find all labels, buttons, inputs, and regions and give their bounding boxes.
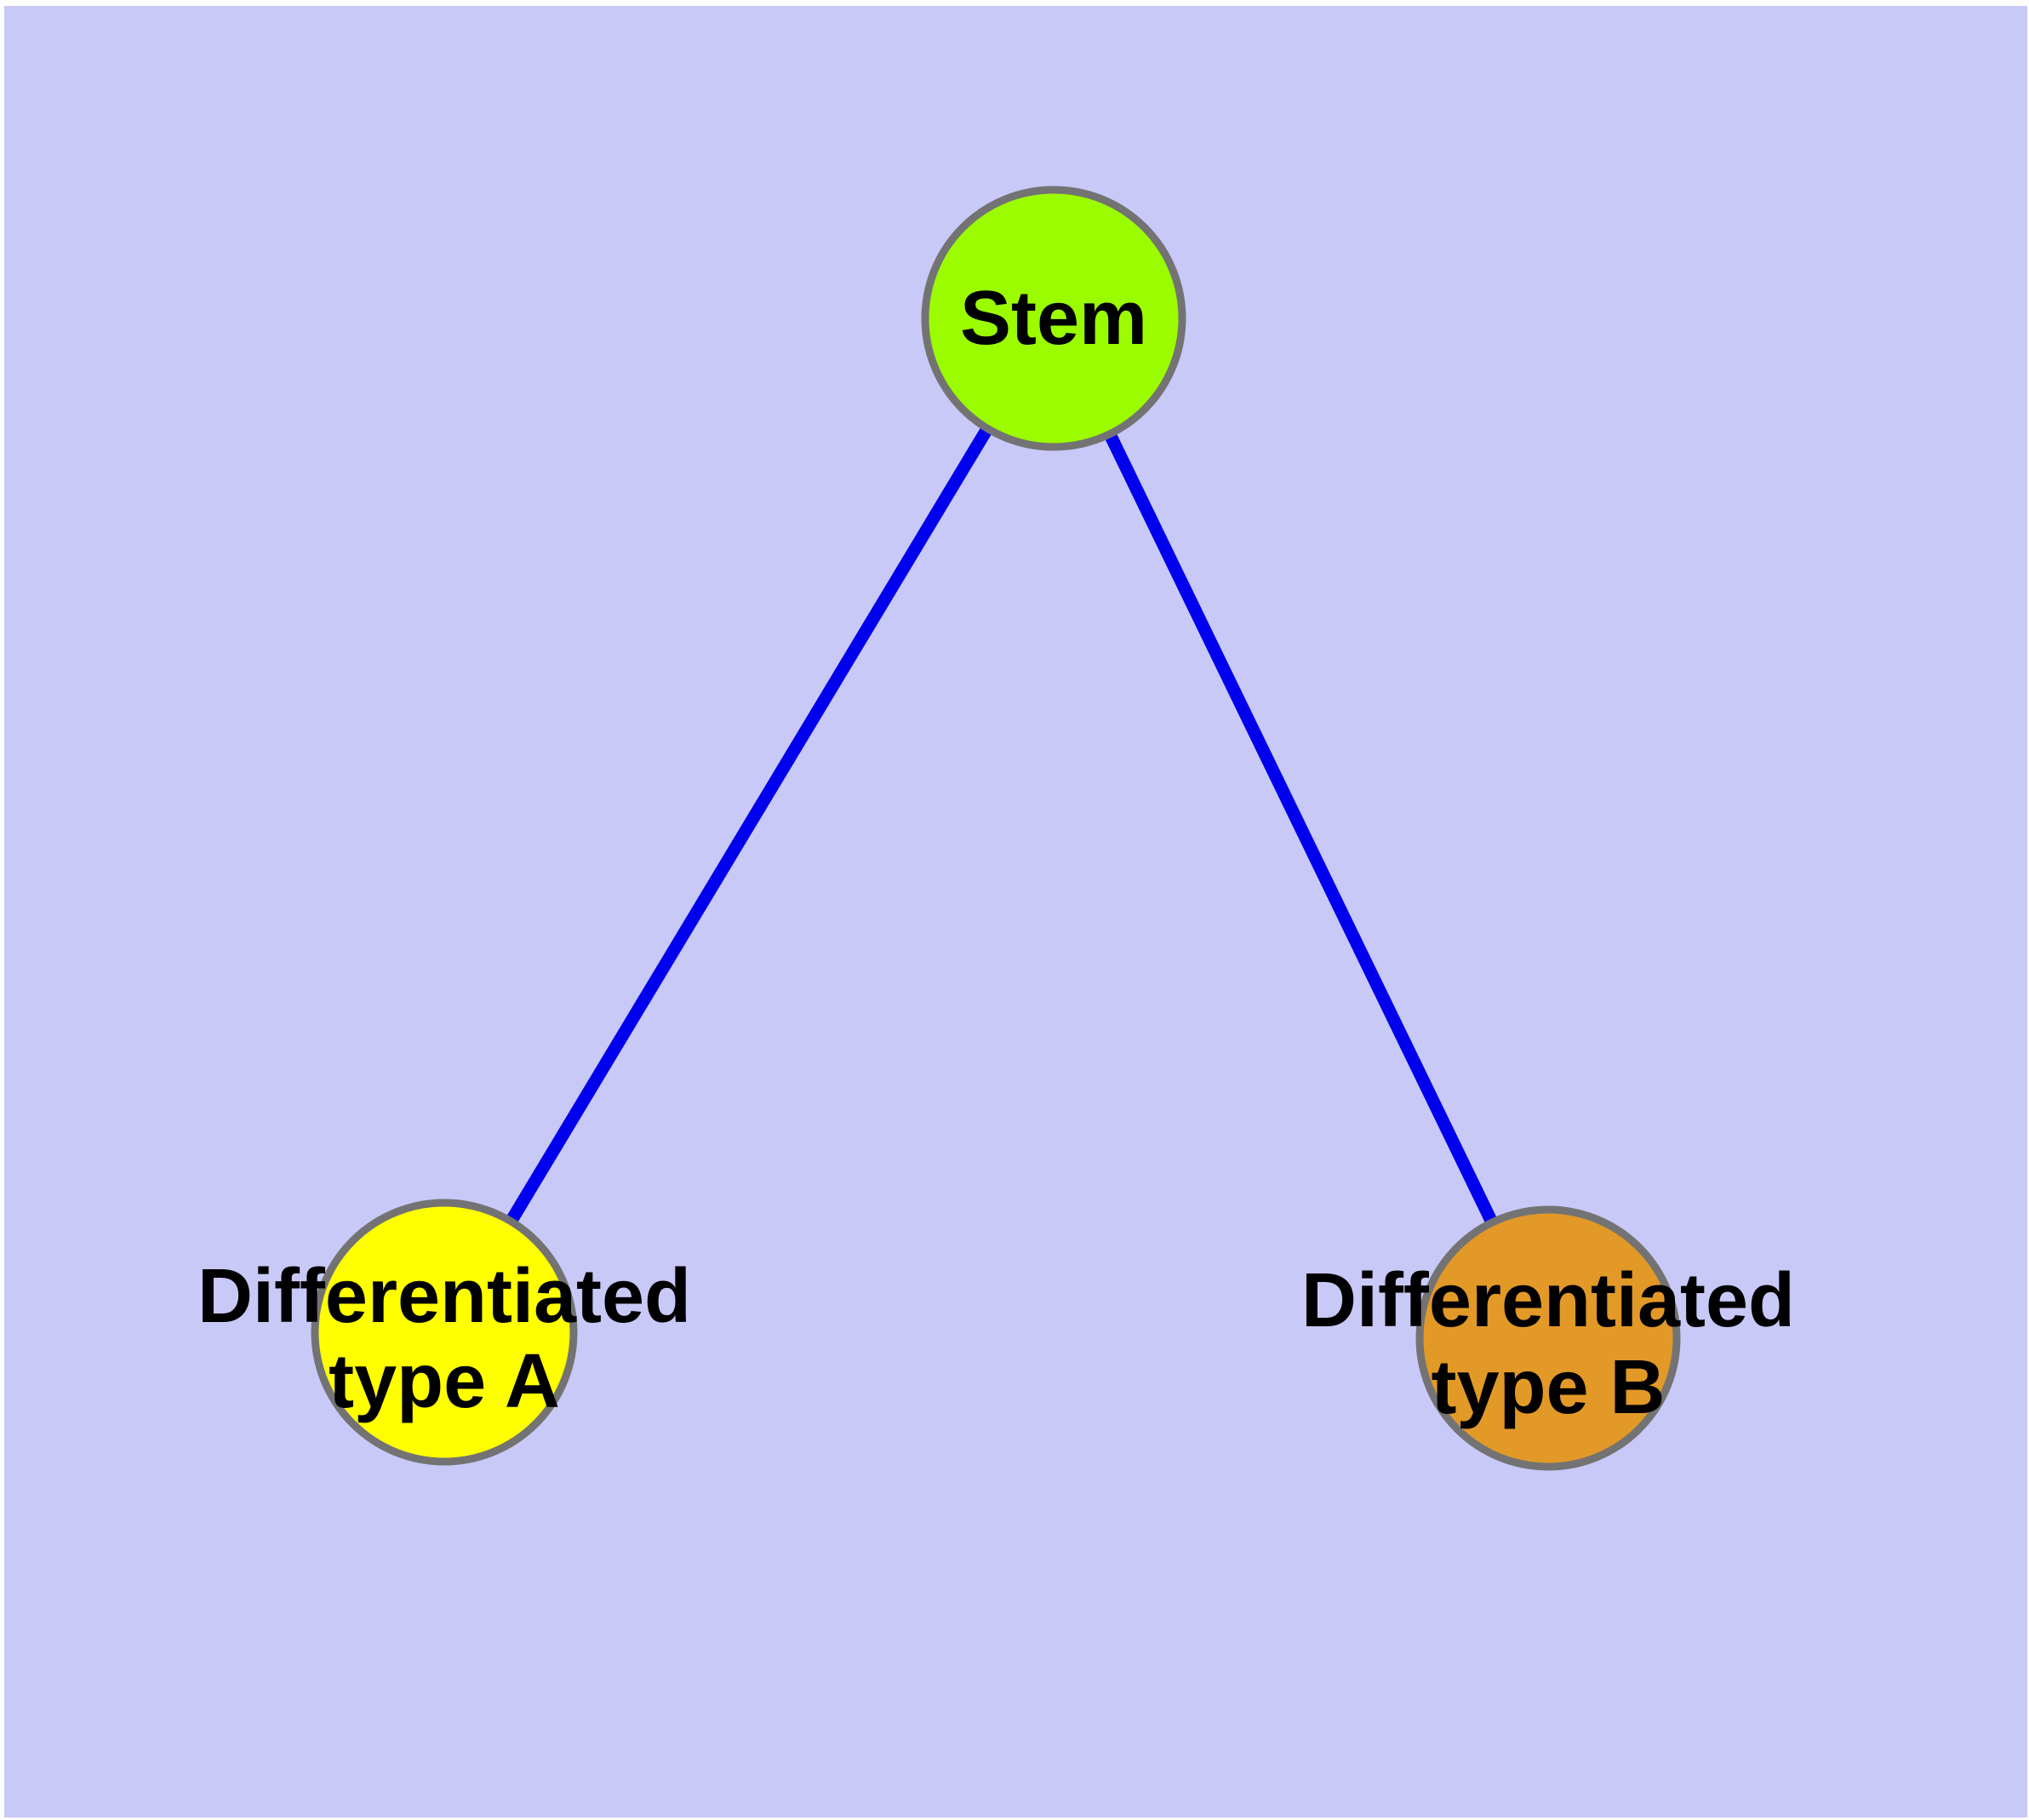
node-type-a-label-line1: Differentiated xyxy=(197,1254,691,1339)
node-stem-circle xyxy=(921,186,1186,451)
node-type-b: Differentiated type B xyxy=(1301,1205,1795,1471)
node-type-a-circle xyxy=(311,1199,578,1466)
edge-stem-to-type-a xyxy=(438,315,1060,1336)
node-stem: Stem xyxy=(921,186,1186,451)
edge-stem-to-type-b xyxy=(1048,315,1554,1342)
node-type-b-label-line2: type B xyxy=(1431,1345,1665,1430)
node-type-b-label-line1: Differentiated xyxy=(1301,1258,1795,1343)
node-type-b-circle xyxy=(1415,1205,1681,1471)
node-type-a: Differentiated type A xyxy=(197,1199,691,1466)
edge-group xyxy=(438,315,1554,1342)
node-type-a-label-line2: type A xyxy=(329,1339,560,1424)
node-stem-label: Stem xyxy=(960,276,1147,361)
